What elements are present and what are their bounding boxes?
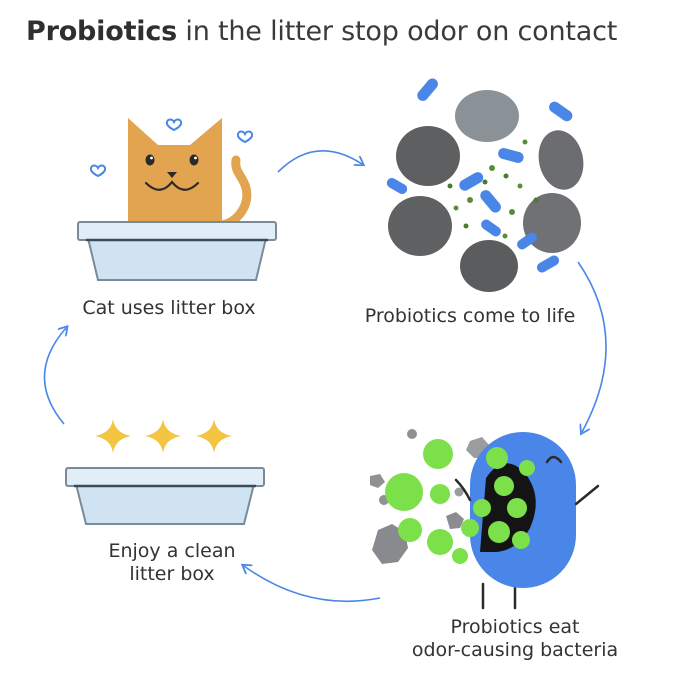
bacteria-icon xyxy=(385,439,535,564)
page-title: Probiotics in the litter stop odor on co… xyxy=(26,16,617,47)
heart-icon xyxy=(236,130,254,144)
step-3-illustration xyxy=(370,429,600,610)
sparkle-icon xyxy=(196,419,232,453)
litter-tray-icon xyxy=(65,467,265,525)
heart-icon xyxy=(165,118,183,132)
heart-icon xyxy=(89,164,107,178)
litter-tray-icon xyxy=(77,221,277,281)
stone-icon xyxy=(388,90,584,292)
step-1-illustration xyxy=(77,118,277,281)
step-4-label-line-1: Enjoy a clean xyxy=(108,540,236,562)
sparkle-icon xyxy=(95,419,131,453)
cycle-arrow-icon xyxy=(43,328,66,425)
cycle-arrow-icon xyxy=(277,149,362,173)
step-4-label-line-2: litter box xyxy=(129,563,215,585)
title-rest: in the litter stop odor on contact xyxy=(177,16,618,47)
step-4-illustration xyxy=(65,419,265,525)
step-2-illustration xyxy=(386,78,584,292)
step-2-label: Probiotics come to life xyxy=(364,305,576,327)
cat-icon xyxy=(128,118,252,230)
step-3-label: Probiotics eat odor-causing bacteria xyxy=(380,616,650,662)
cycle-arrow-icon xyxy=(244,566,381,603)
step-4-label: Enjoy a clean litter box xyxy=(84,540,260,586)
sparkle-icon xyxy=(145,419,181,453)
bacteria-icon xyxy=(447,139,539,239)
cycle-arrow-icon xyxy=(577,261,607,432)
probiotic-icon xyxy=(386,78,573,273)
probiotic-icon xyxy=(454,432,600,610)
title-bold: Probiotics xyxy=(26,16,178,47)
step-3-label-line-1: Probiotics eat xyxy=(450,616,580,638)
step-3-label-line-2: odor-causing bacteria xyxy=(411,639,619,661)
step-1-label: Cat uses litter box xyxy=(82,297,256,319)
